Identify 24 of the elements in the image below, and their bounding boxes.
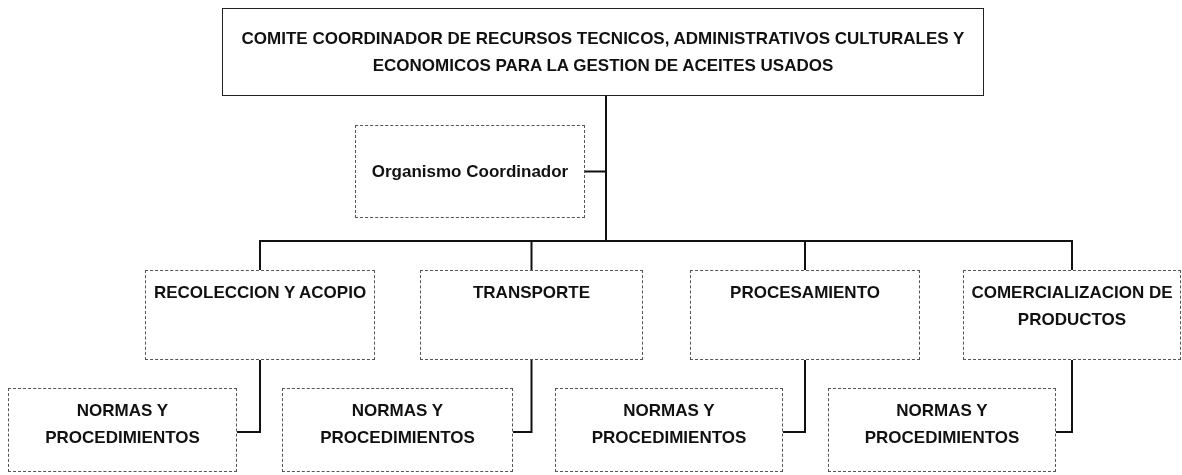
org-box [963, 270, 1181, 360]
org-box [355, 125, 585, 218]
org-box [555, 388, 783, 472]
connector-line [1055, 359, 1073, 433]
box-label: NORMAS Y PROCEDIMIENTOS [319, 400, 476, 450]
connector-line [512, 359, 533, 433]
connector-line [782, 359, 806, 433]
connector-line [236, 359, 261, 433]
box-label: RECOLECCION Y ACOPIO [153, 282, 367, 304]
org-box [420, 270, 643, 360]
org-box [828, 388, 1056, 472]
box-label: COMITE COORDINADOR DE RECURSOS TECNICOS, ADMINISTRATIVOS CULTURALES Y ECONOMICOS PARA LA GESTION DE ACEITES USADOS [240, 27, 966, 77]
box-label: COMERCIALIZACION DE PRODUCTOS [970, 282, 1174, 332]
box-label: Organismo Coordinador [371, 160, 569, 183]
box-label: NORMAS Y PROCEDIMIENTOS [590, 400, 748, 450]
box-label: PROCESAMIENTO [730, 282, 880, 304]
box-label: TRANSPORTE [472, 282, 591, 304]
box-label: NORMAS Y PROCEDIMIENTOS [44, 400, 201, 450]
org-box [145, 270, 375, 360]
org-box [690, 270, 920, 360]
box-label: NORMAS Y PROCEDIMIENTOS [863, 400, 1021, 450]
org-box [222, 8, 984, 96]
org-box [8, 388, 237, 472]
org-box [282, 388, 513, 472]
